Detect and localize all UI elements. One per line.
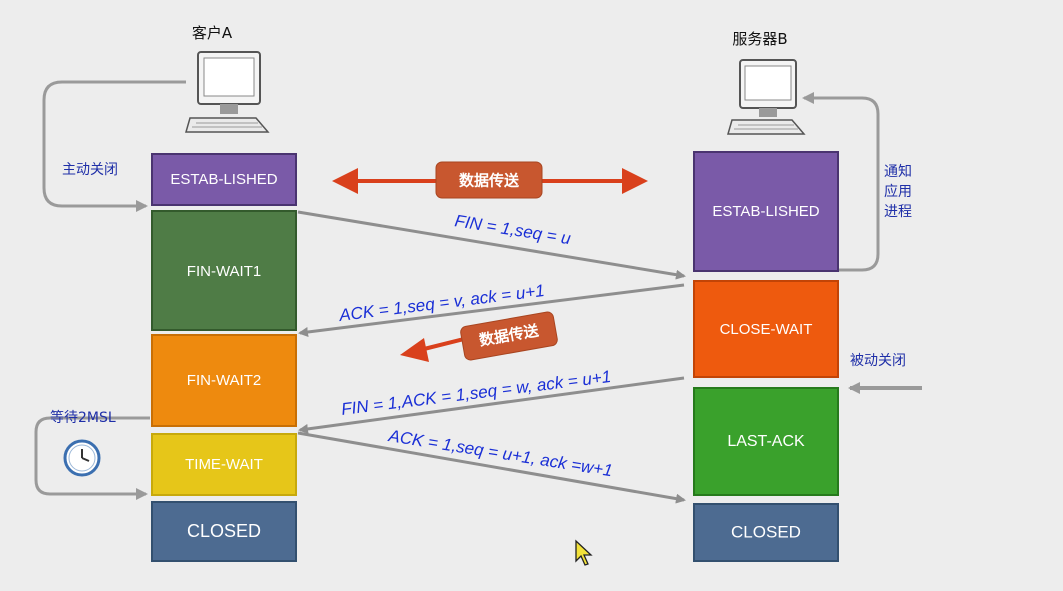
notify-app-note-line-2: 应用 (884, 183, 912, 200)
active-close-note: 主动关闭 (62, 162, 118, 178)
ack1-message-arrow (298, 283, 685, 337)
notify-app-loop-arrow (802, 92, 880, 272)
computer-icon (727, 59, 806, 135)
svg-text:TIME-WAIT: TIME-WAIT (185, 456, 263, 473)
data-transfer-arrow-middle: 数据传送 (400, 311, 558, 362)
server-state-column: ESTAB-LISHED CLOSE-WAIT LAST-ACK CLOSED (693, 151, 839, 562)
svg-text:CLOSE-WAIT: CLOSE-WAIT (720, 321, 813, 338)
server-state-close-wait: CLOSE-WAIT (693, 280, 839, 378)
client-state-fin-wait1: FIN-WAIT1 (151, 210, 297, 331)
svg-text:LAST-ACK: LAST-ACK (727, 433, 805, 450)
svg-text:ESTAB-LISHED: ESTAB-LISHED (712, 203, 819, 220)
svg-text:ESTAB-LISHED: ESTAB-LISHED (170, 171, 277, 188)
mouse-cursor-icon (575, 539, 593, 566)
computer-icon (185, 51, 270, 133)
server-host-label: 服务器B (732, 30, 787, 48)
server-state-last-ack: LAST-ACK (693, 387, 839, 496)
fin1-message-arrow (297, 210, 686, 280)
server-state-closed: CLOSED (693, 503, 839, 562)
data-transfer-label-top: 数据传送 (459, 172, 520, 190)
svg-text:CLOSED: CLOSED (731, 522, 801, 541)
svg-text:FIN-WAIT2: FIN-WAIT2 (187, 372, 261, 389)
client-state-closed: CLOSED (151, 501, 297, 562)
client-state-time-wait: TIME-WAIT (151, 433, 297, 496)
fin1-message-label: FIN = 1,seq = u (453, 211, 572, 248)
client-state-column: ESTAB-LISHED FIN-WAIT1 FIN-WAIT2 TIME-WA… (151, 153, 297, 562)
server-state-established: ESTAB-LISHED (693, 151, 839, 272)
notify-app-note-line-3: 进程 (884, 204, 912, 220)
ack2-message-arrow (297, 431, 686, 504)
wait-2msl-note: 等待2MSL (50, 409, 116, 426)
active-close-loop-arrow (42, 80, 186, 212)
wait-2msl-loop-arrow (34, 416, 150, 500)
fin2-message-arrow (298, 376, 685, 434)
notify-app-note-line-1: 通知 (884, 163, 912, 180)
svg-text:FIN-WAIT1: FIN-WAIT1 (187, 263, 261, 280)
passive-close-note: 被动关闭 (850, 353, 906, 369)
clock-icon (63, 439, 101, 477)
data-transfer-arrow-top: 数据传送 (332, 161, 648, 199)
svg-text:CLOSED: CLOSED (187, 521, 261, 541)
client-state-fin-wait2: FIN-WAIT2 (151, 334, 297, 427)
client-state-established: ESTAB-LISHED (151, 153, 297, 206)
client-host-label: 客户A (192, 24, 233, 42)
